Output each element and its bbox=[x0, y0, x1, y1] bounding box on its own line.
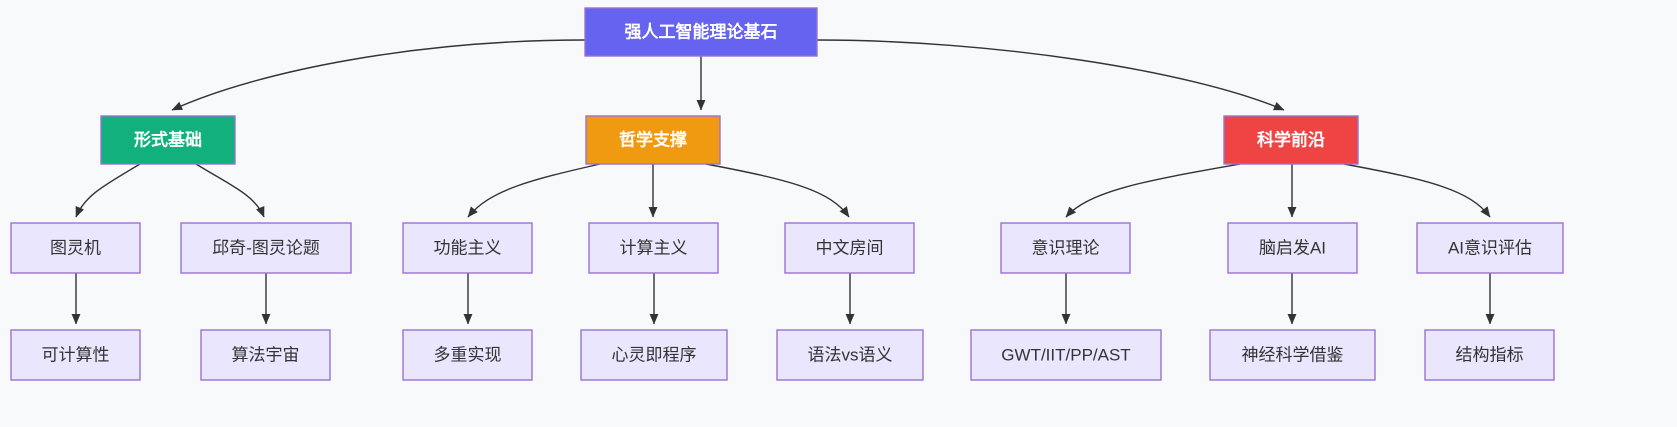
node-l7[interactable]: 脑启发AI bbox=[1227, 222, 1358, 274]
node-box-g1[interactable] bbox=[10, 329, 141, 381]
edge-root-to-b1 bbox=[171, 39, 586, 111]
node-g4[interactable]: 心灵即程序 bbox=[580, 329, 728, 381]
node-box-l8[interactable] bbox=[1416, 222, 1564, 274]
edge-b3-to-l8 bbox=[1343, 163, 1491, 218]
node-root[interactable]: 强人工智能理论基石 bbox=[584, 7, 818, 57]
node-box-g8[interactable] bbox=[1424, 329, 1555, 381]
node-g2[interactable]: 算法宇宙 bbox=[200, 329, 331, 381]
node-box-l4[interactable] bbox=[588, 222, 719, 274]
node-l1[interactable]: 图灵机 bbox=[10, 222, 141, 274]
node-l4[interactable]: 计算主义 bbox=[588, 222, 719, 274]
node-label-l4: 计算主义 bbox=[620, 238, 688, 257]
node-g3[interactable]: 多重实现 bbox=[402, 329, 533, 381]
node-box-b1[interactable] bbox=[100, 115, 236, 165]
edge-b3-to-l6 bbox=[1065, 163, 1241, 218]
edge-b2-to-l5 bbox=[705, 163, 850, 218]
node-g8[interactable]: 结构指标 bbox=[1424, 329, 1555, 381]
node-label-g2: 算法宇宙 bbox=[232, 345, 300, 364]
node-label-b3: 科学前沿 bbox=[1257, 129, 1325, 149]
node-label-g3: 多重实现 bbox=[434, 345, 502, 364]
node-label-g5: 语法vs语义 bbox=[808, 345, 893, 364]
node-b2[interactable]: 哲学支撑 bbox=[585, 115, 721, 165]
node-box-l1[interactable] bbox=[10, 222, 141, 274]
node-l2[interactable]: 邱奇-图灵论题 bbox=[180, 222, 352, 274]
node-l8[interactable]: AI意识评估 bbox=[1416, 222, 1564, 274]
node-l6[interactable]: 意识理论 bbox=[1000, 222, 1131, 274]
node-label-b1: 形式基础 bbox=[134, 129, 202, 149]
node-box-l6[interactable] bbox=[1000, 222, 1131, 274]
node-g5[interactable]: 语法vs语义 bbox=[776, 329, 924, 381]
node-label-l3: 功能主义 bbox=[434, 238, 502, 257]
node-label-g4: 心灵即程序 bbox=[612, 345, 697, 364]
node-label-l1: 图灵机 bbox=[50, 238, 101, 257]
node-box-g6[interactable] bbox=[970, 329, 1162, 381]
node-label-l7: 脑启发AI bbox=[1259, 238, 1326, 257]
node-g7[interactable]: 神经科学借鉴 bbox=[1209, 329, 1376, 381]
node-label-root: 强人工智能理论基石 bbox=[625, 21, 778, 41]
node-label-l2: 邱奇-图灵论题 bbox=[212, 238, 320, 257]
node-label-l6: 意识理论 bbox=[1032, 238, 1100, 257]
node-label-g1: 可计算性 bbox=[42, 345, 110, 364]
node-box-root[interactable] bbox=[584, 7, 818, 57]
node-box-l7[interactable] bbox=[1227, 222, 1358, 274]
node-label-b2: 哲学支撑 bbox=[619, 129, 687, 149]
node-l5[interactable]: 中文房间 bbox=[784, 222, 915, 274]
node-box-g7[interactable] bbox=[1209, 329, 1376, 381]
edge-root-to-b3 bbox=[816, 39, 1285, 111]
edge-b2-to-l3 bbox=[467, 163, 601, 218]
node-box-g3[interactable] bbox=[402, 329, 533, 381]
node-label-g7: 神经科学借鉴 bbox=[1242, 345, 1344, 364]
node-g6[interactable]: GWT/IIT/PP/AST bbox=[970, 329, 1162, 381]
node-box-l2[interactable] bbox=[180, 222, 352, 274]
edges-layer bbox=[71, 39, 1495, 325]
node-b1[interactable]: 形式基础 bbox=[100, 115, 236, 165]
node-label-l5: 中文房间 bbox=[816, 238, 884, 257]
node-g1[interactable]: 可计算性 bbox=[10, 329, 141, 381]
node-box-g4[interactable] bbox=[580, 329, 728, 381]
node-box-g5[interactable] bbox=[776, 329, 924, 381]
node-b3[interactable]: 科学前沿 bbox=[1223, 115, 1359, 165]
node-box-l3[interactable] bbox=[402, 222, 533, 274]
edge-b1-to-l1 bbox=[75, 163, 141, 218]
node-label-g8: 结构指标 bbox=[1456, 345, 1524, 364]
node-box-g2[interactable] bbox=[200, 329, 331, 381]
edge-b1-to-l2 bbox=[195, 163, 265, 218]
node-box-b2[interactable] bbox=[585, 115, 721, 165]
node-l3[interactable]: 功能主义 bbox=[402, 222, 533, 274]
node-box-b3[interactable] bbox=[1223, 115, 1359, 165]
node-label-l8: AI意识评估 bbox=[1448, 238, 1532, 257]
node-box-l5[interactable] bbox=[784, 222, 915, 274]
node-label-g6: GWT/IIT/PP/AST bbox=[1001, 345, 1130, 364]
